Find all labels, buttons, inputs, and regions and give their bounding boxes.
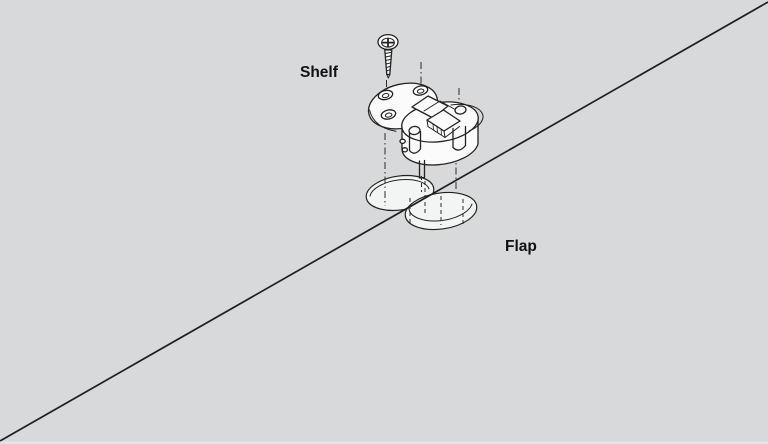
drum-left-notch-opening [408, 125, 421, 136]
drum-inner-rim-arc [450, 103, 484, 132]
flange-screw-hole-1 [377, 89, 394, 101]
screw-graphic [377, 33, 399, 79]
shelf-label: Shelf [300, 64, 339, 81]
drum-left-groove [408, 130, 422, 154]
drum-bottom-pin [418, 159, 426, 179]
recess-right-bore-bottom-arc [408, 203, 473, 222]
screw-threads [384, 51, 393, 72]
phillips-cross-icon [381, 38, 395, 48]
drum-square-socket [426, 109, 461, 132]
bottom-edge-highlight [0, 441, 768, 444]
drum-neck-chevron-edge [423, 100, 457, 112]
drum-side-hole-1 [399, 138, 406, 145]
fitting-drum-graphic [399, 95, 484, 179]
flange-screw-hole-2 [412, 85, 429, 96]
screw-tip [386, 74, 391, 79]
flap-label: Flap [505, 238, 537, 255]
drum-right-notch-opening [454, 105, 467, 115]
flange-screw-hole-3 [380, 109, 397, 120]
drum-right-groove [452, 125, 467, 151]
flange-thickness-edge [369, 109, 397, 132]
drum-socket-wall-hatch [432, 124, 442, 135]
drum-side-hole-2 [401, 147, 409, 153]
